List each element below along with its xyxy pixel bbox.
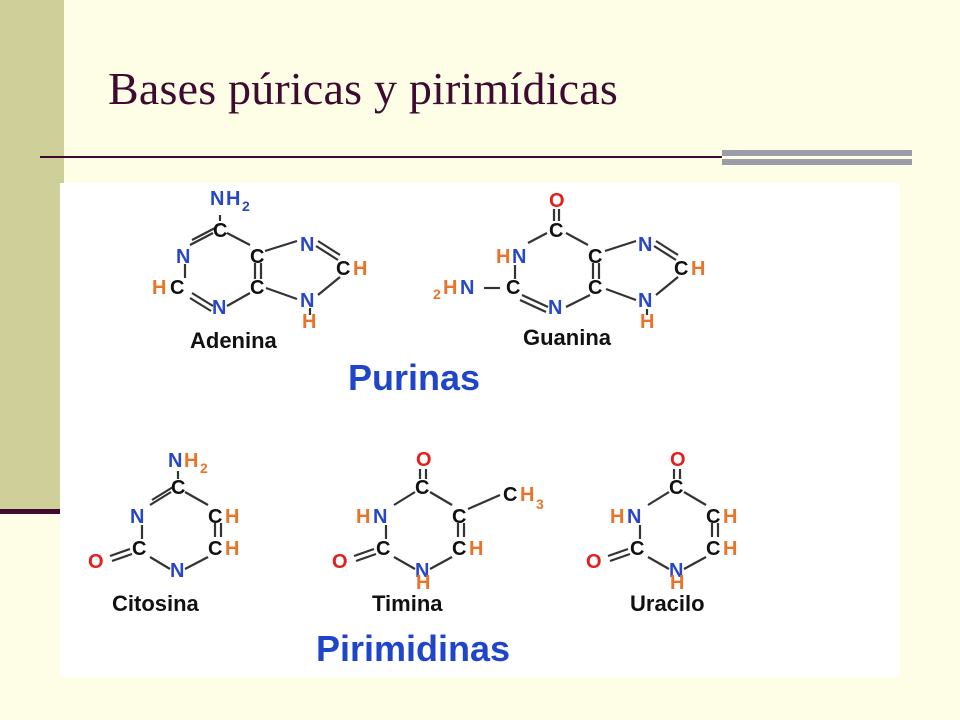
guanine-c5: C <box>588 246 602 268</box>
guanine-n7: N <box>638 234 652 256</box>
pyrimidines-group-label: Pirimidinas <box>316 628 510 669</box>
thymine-o2: O <box>332 551 348 573</box>
adenine-c2-h: H <box>152 277 166 299</box>
guanine-amino-subscript: 2 <box>433 286 441 302</box>
thymine-o4: O <box>416 449 432 471</box>
uracil-c4: C <box>669 477 683 499</box>
accent-bar-top <box>722 150 912 156</box>
adenine-c6: C <box>213 220 227 242</box>
guanine-c8: C <box>674 258 688 280</box>
uracil-o2: O <box>586 551 602 573</box>
thymine-n1: N <box>415 560 429 582</box>
cytosine-c6-h: H <box>225 538 239 560</box>
cytosine-c5: C <box>208 506 222 528</box>
guanine-n9-h: H <box>640 311 654 333</box>
uracil-o4: O <box>670 449 686 471</box>
thymine-c6: C <box>452 538 466 560</box>
purines-group-label: Purinas <box>348 357 480 398</box>
uracil-n1: N <box>669 560 683 582</box>
cytosine-n3: N <box>130 506 144 528</box>
thymine-methyl-h: H <box>520 484 534 506</box>
uracil-c5-h: H <box>723 506 737 528</box>
adenine-n3: N <box>212 297 226 319</box>
guanine-c8-h: H <box>691 258 705 280</box>
adenine-c2: C <box>170 277 184 299</box>
adenine-c4: C <box>250 277 264 299</box>
uracil-label: Uracilo <box>630 591 705 616</box>
guanine-c6: C <box>549 220 563 242</box>
cytosine-c4: C <box>171 477 185 499</box>
guanine-o6: O <box>549 190 565 212</box>
cytosine-amino-h: H <box>184 450 198 472</box>
thymine-c6-h: H <box>469 538 483 560</box>
cytosine-amino-subscript: 2 <box>200 460 208 476</box>
uracil-c6: C <box>706 538 720 560</box>
left-decorative-band <box>0 0 64 512</box>
cytosine-c2: C <box>132 538 146 560</box>
thymine-label: Timina <box>372 591 443 616</box>
uracil-structure: O C H N C H O C C H N H Uracilo <box>586 449 737 616</box>
guanine-c4: C <box>588 277 602 299</box>
title-accent-bars <box>722 150 912 165</box>
uracil-n3-h: H <box>610 506 624 528</box>
guanine-n9: N <box>638 290 652 312</box>
slide-title: Bases púricas y pirimídicas <box>108 63 619 114</box>
cytosine-structure: N H 2 C N C H O C C H N Citosina <box>88 450 239 616</box>
title-underline <box>40 156 722 158</box>
cytosine-c6: C <box>208 538 222 560</box>
uracil-c6-h: H <box>723 538 737 560</box>
uracil-n3: N <box>627 506 641 528</box>
adenine-c5: C <box>250 246 264 268</box>
guanine-structure: O C H N C N 2 H N C C C H N N H Guanina <box>433 190 705 350</box>
adenine-label: Adenina <box>190 328 278 353</box>
thymine-structure: O C C H 3 H N C O C C H N H Timina <box>332 449 544 616</box>
uracil-n1-h: H <box>670 572 684 594</box>
adenine-amino-subscript: 2 <box>242 198 250 214</box>
adenine-amino-n: N <box>210 188 224 210</box>
guanine-n1: N <box>512 246 526 268</box>
adenine-n9: N <box>300 290 314 312</box>
nucleobase-diagram: N H 2 C N C N H C C C H N N H Adenina <box>60 183 900 677</box>
cytosine-label: Citosina <box>112 591 200 616</box>
cytosine-amino-n: N <box>168 450 182 472</box>
guanine-amino-h: H <box>443 277 457 299</box>
thymine-methyl-c: C <box>503 484 517 506</box>
guanine-amino-n: N <box>460 277 474 299</box>
adenine-structure: N H 2 C N C N H C C C H N N H Adenina <box>152 188 367 353</box>
thymine-n3-h: H <box>356 506 370 528</box>
adenine-n7: N <box>300 234 314 256</box>
adenine-amino-h: H <box>226 188 240 210</box>
adenine-n1: N <box>176 246 190 268</box>
guanine-n1-h: H <box>496 246 510 268</box>
thymine-methyl-subscript: 3 <box>536 496 544 512</box>
adenine-c8: C <box>336 258 350 280</box>
left-band-rule <box>0 509 62 514</box>
adenine-n9-h: H <box>302 311 316 333</box>
guanine-label: Guanina <box>523 325 612 350</box>
guanine-n3: N <box>548 297 562 319</box>
adenine-c8-h: H <box>353 258 367 280</box>
accent-bar-bottom <box>722 159 912 165</box>
cytosine-o2: O <box>88 551 104 573</box>
guanine-c2: C <box>506 277 520 299</box>
thymine-n1-h: H <box>416 572 430 594</box>
cytosine-n1: N <box>170 560 184 582</box>
thymine-c5: C <box>452 506 466 528</box>
thymine-n3: N <box>373 506 387 528</box>
uracil-c5: C <box>706 506 720 528</box>
uracil-c2: C <box>630 538 644 560</box>
thymine-c4: C <box>415 477 429 499</box>
cytosine-c5-h: H <box>225 506 239 528</box>
thymine-c2: C <box>376 538 390 560</box>
structures-svg: N H 2 C N C N H C C C H N N H Adenina <box>88 188 737 669</box>
